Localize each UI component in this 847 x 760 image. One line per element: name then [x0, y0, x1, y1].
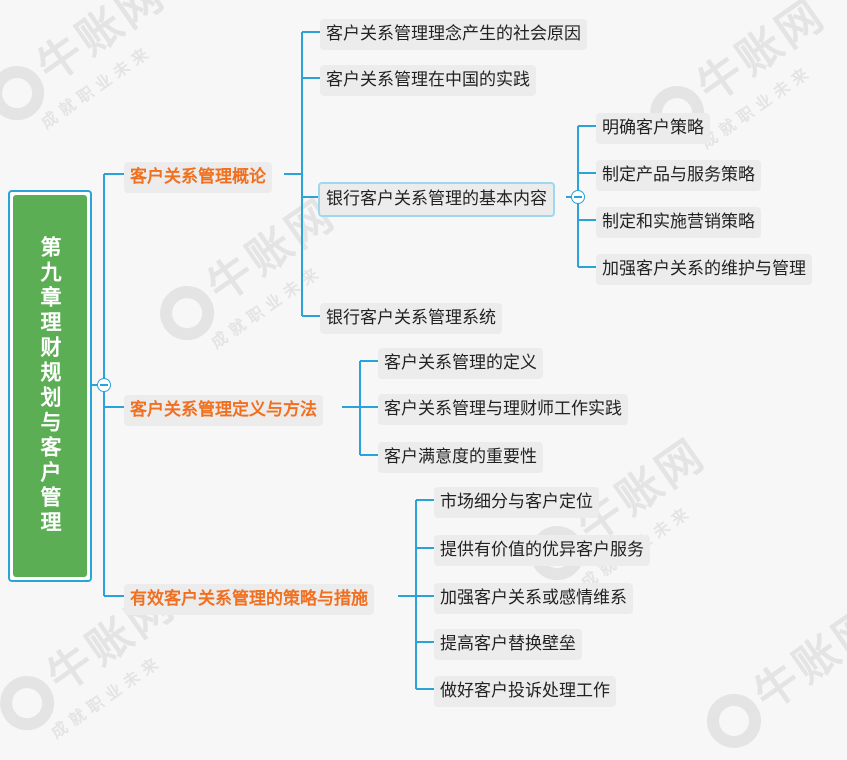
topic-node[interactable]: 客户关系管理与理财师工作实践	[378, 394, 628, 425]
subtopic-node[interactable]: 加强客户关系的维护与管理	[596, 254, 812, 285]
collapse-toggle-icon[interactable]	[571, 190, 585, 204]
topic-node[interactable]: 提供有价值的优异客户服务	[434, 535, 650, 566]
topic-node[interactable]: 加强客户关系或感情维系	[434, 583, 633, 614]
root-label: 第九章理财规划与客户管理	[38, 236, 62, 536]
branch-node[interactable]: 客户关系管理定义与方法	[124, 395, 323, 426]
subtopic-node[interactable]: 制定产品与服务策略	[596, 160, 761, 191]
topic-node[interactable]: 客户关系管理理念产生的社会原因	[320, 19, 587, 50]
topic-node[interactable]: 提高客户替换壁垒	[434, 629, 582, 660]
topic-node[interactable]: 客户满意度的重要性	[378, 442, 543, 473]
topic-node[interactable]: 银行客户关系管理系统	[320, 303, 502, 334]
subtopic-node[interactable]: 明确客户策略	[596, 113, 710, 144]
topic-node-selected[interactable]: 银行客户关系管理的基本内容	[318, 182, 555, 217]
topic-node[interactable]: 客户关系管理在中国的实践	[320, 65, 536, 96]
topic-node[interactable]: 市场细分与客户定位	[434, 487, 599, 518]
topic-node[interactable]: 做好客户投诉处理工作	[434, 676, 616, 707]
root-node[interactable]: 第九章理财规划与客户管理	[8, 190, 92, 582]
topic-node[interactable]: 客户关系管理的定义	[378, 348, 543, 379]
branch-node[interactable]: 有效客户关系管理的策略与措施	[124, 584, 374, 615]
branch-node[interactable]: 客户关系管理概论	[124, 162, 272, 193]
subtopic-node[interactable]: 制定和实施营销策略	[596, 207, 761, 238]
collapse-toggle-icon[interactable]	[97, 378, 111, 392]
